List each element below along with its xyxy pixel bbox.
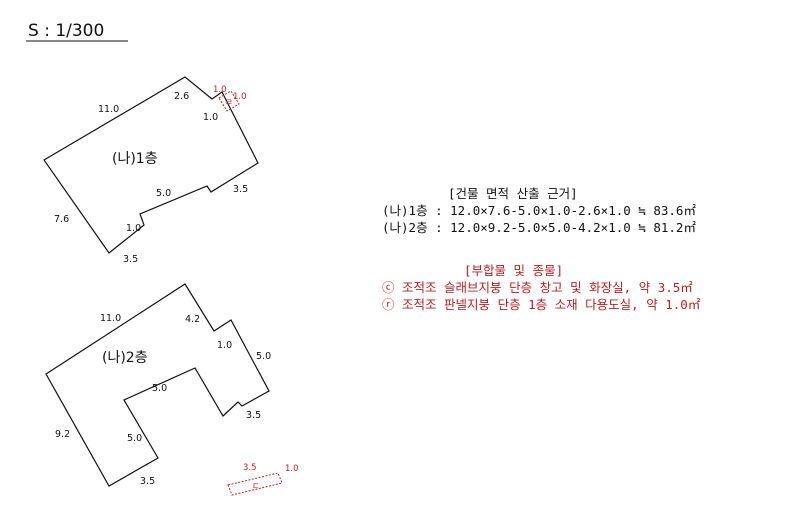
building-1-dim-inner-long: 5.0 — [156, 188, 171, 199]
building-2-dim-right-side: 5.0 — [256, 351, 271, 362]
annexes-line-1: ⓒ 조적조 슬래브지붕 단층 창고 및 화장실, 약 3.5㎡ — [382, 280, 693, 295]
building-2-label: (나)2층 — [102, 350, 148, 366]
building-2-dim-left: 9.2 — [55, 429, 70, 440]
annex-c-dim-length: 3.5 — [243, 463, 257, 473]
building-1-dim-notch-top: 2.6 — [174, 91, 189, 102]
annex-c-dim-width: 1.0 — [285, 464, 299, 474]
building-1-dim-notch-side: 1.0 — [203, 112, 218, 123]
building-1-dim-left: 7.6 — [54, 214, 69, 225]
building-2-dim-notch-top: 4.2 — [185, 314, 200, 325]
annex-r-dim-height: 1.0 — [233, 92, 247, 102]
area-calc-line-2: (나)2층 : 12.0×9.2-5.0×5.0-4.2×1.0 ≒ 81.2㎡ — [382, 220, 696, 235]
building-2-dim-inner-top: 5.0 — [152, 383, 167, 394]
annex-r-symbol: ㄹ — [225, 98, 233, 108]
building-1-dim-bottom: 3.5 — [123, 254, 138, 265]
annex-r-dim-width: 1.0 — [213, 85, 227, 95]
annex-c-symbol: ㄷ — [252, 482, 260, 492]
annexes-block: [부합물 및 종물] ⓒ 조적조 슬래브지붕 단층 창고 및 화장실, 약 3.… — [382, 262, 700, 313]
area-calc-heading: [건물 면적 산출 근거] — [448, 186, 578, 201]
building-2-dim-top: 11.0 — [100, 313, 121, 324]
building-1-outline — [43, 76, 259, 254]
building-2-dim-inner-right: 3.5 — [246, 410, 261, 421]
building-1-dim-top: 11.0 — [98, 104, 119, 115]
building-2-outline — [45, 283, 270, 487]
building-2-dim-bottom: 3.5 — [140, 476, 155, 487]
annexes-line-2: ⓡ 조적조 판넬지붕 단층 1층 소재 다용도실, 약 1.0㎡ — [382, 297, 701, 312]
building-2-dim-notch-side: 1.0 — [217, 340, 232, 351]
area-calc-line-1: (나)1층 : 12.0×7.6-5.0×1.0-2.6×1.0 ≒ 83.6㎡ — [382, 203, 696, 218]
building-1-label: (나)1층 — [112, 151, 158, 167]
building-2-dim-inner-left: 5.0 — [127, 433, 142, 444]
building-1-dim-inner-right: 3.5 — [233, 184, 248, 195]
annexes-heading: [부합물 및 종물] — [464, 263, 564, 278]
annex-r-outline — [218, 90, 240, 112]
annex-c-outline — [227, 472, 283, 496]
building-1-dim-inner-short: 1.0 — [126, 223, 141, 234]
area-calc-block: [건물 면적 산출 근거] (나)1층 : 12.0×7.6-5.0×1.0-2… — [382, 185, 696, 236]
scale-label: S : 1/300 — [28, 21, 104, 41]
